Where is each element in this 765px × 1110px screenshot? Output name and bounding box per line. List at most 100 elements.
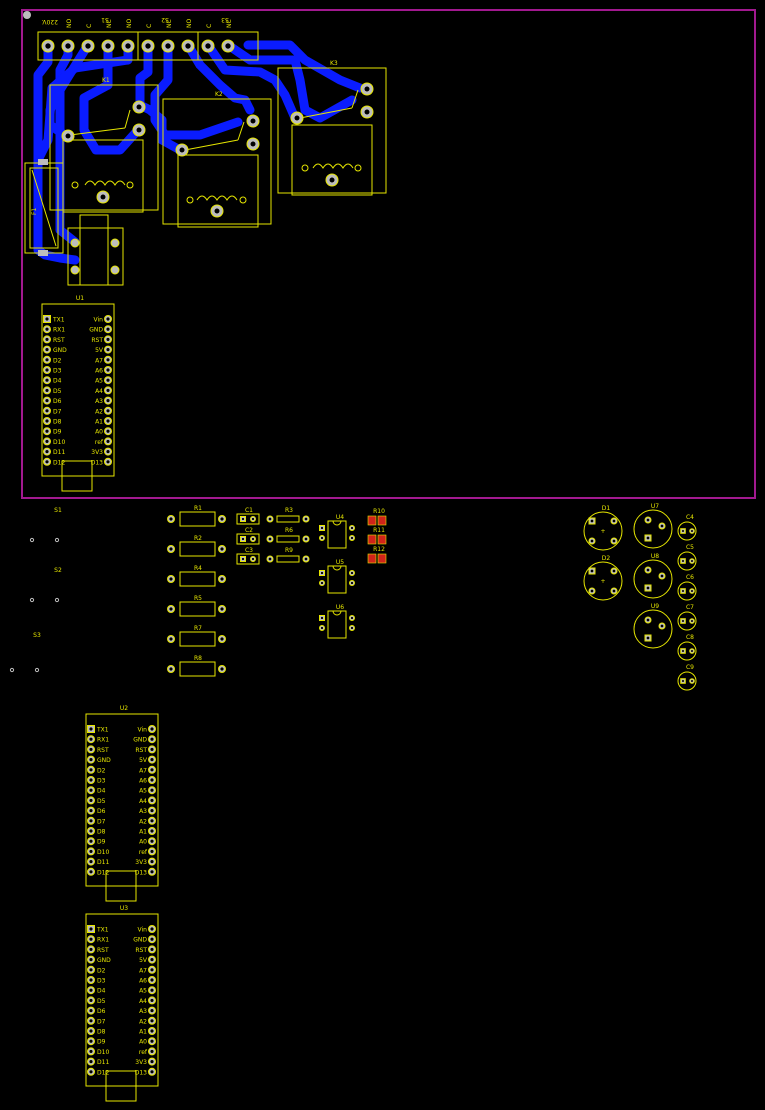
resistor-r4: R4	[167, 565, 226, 587]
regulator-u9: U9	[633, 603, 673, 649]
pin-label: 5V	[95, 347, 104, 354]
pin-label: A4	[139, 998, 147, 1005]
pin-label: TX1	[52, 317, 65, 324]
switch-pad	[54, 537, 60, 543]
origin-marker	[23, 11, 31, 19]
pin-label: 3V3	[91, 449, 103, 456]
terminal-label: NC	[226, 19, 233, 28]
switch-net-label: S2	[161, 16, 169, 23]
switch-ref: S1	[54, 507, 62, 514]
electrolytic-cap-c6: C6	[677, 574, 697, 601]
pin-label: D10	[53, 439, 65, 446]
relay-k3-ref: K3	[330, 60, 338, 67]
resistor-ref: R8	[194, 655, 202, 662]
smd-ref: R11	[373, 527, 385, 534]
pin-label: D6	[53, 398, 62, 405]
smd-pad	[377, 553, 387, 564]
pin-label: RX1	[97, 737, 109, 744]
connector-block	[67, 214, 124, 286]
pin-label: D12	[97, 1069, 109, 1076]
resistor-r2: R2	[167, 535, 226, 557]
pin-label: RX1	[53, 327, 65, 334]
capacitor-c2: C2	[236, 527, 260, 545]
terminal-label: C	[86, 24, 93, 28]
pin-label: A6	[95, 368, 103, 375]
bridge-rectifier-d2: D2+	[583, 555, 623, 601]
pin-label: D2	[53, 357, 62, 364]
pin-label: RST	[97, 947, 109, 954]
pin-label: A1	[95, 419, 103, 426]
pin-label: RST	[97, 747, 109, 754]
capacitor-ref: C1	[245, 507, 253, 514]
regulator-ref: U7	[651, 503, 659, 510]
pin-label: A3	[95, 398, 103, 405]
usb-connector	[105, 1070, 137, 1102]
pin-label: D8	[97, 1029, 106, 1036]
cap-ref: C9	[686, 664, 694, 671]
pin-label: GND	[97, 757, 111, 764]
pin-label: A5	[95, 378, 103, 385]
resistor-r5: R5	[167, 595, 226, 617]
resistor-ref: R6	[285, 527, 293, 534]
switch-pad	[34, 667, 40, 673]
smd-resistor-r11: R11	[367, 527, 387, 545]
module-ref: U2	[120, 705, 128, 712]
relay-k1-ref: K1	[102, 77, 110, 84]
pin-label: A0	[95, 429, 103, 436]
capacitor-ref: C2	[245, 527, 253, 534]
pin-label: A0	[139, 1039, 147, 1046]
pin-label: D13	[135, 869, 147, 876]
pin-label: D12	[53, 459, 65, 466]
capacitor-c1: C1	[236, 507, 260, 525]
pin-label: D7	[97, 1018, 106, 1025]
pin-label: D9	[97, 1039, 106, 1046]
pin-label: A7	[139, 767, 147, 774]
switch-s3: S3	[9, 632, 41, 673]
smd-resistor-r12: R12	[367, 546, 387, 564]
regulator-u8: U8	[633, 553, 673, 599]
pin-label: GND	[133, 937, 147, 944]
resistor-r3: R3	[266, 507, 310, 523]
bridge-rectifier-d1: D1+	[583, 505, 623, 551]
resistor-ref: R4	[194, 565, 202, 572]
resistor-r7: R7	[167, 625, 226, 647]
optocoupler-u6: U6	[319, 604, 355, 639]
pin-label: A3	[139, 808, 147, 815]
plus-icon: +	[600, 578, 605, 585]
terminal-label: NC	[106, 19, 113, 28]
pin-label: D4	[53, 378, 62, 385]
module-ref: U3	[120, 905, 128, 912]
nano-module-u3: U3TX1RX1RSTGNDD2D3D4D5D6D7D8D9D10D11D12V…	[85, 905, 159, 1102]
optocoupler-u5: U5	[319, 559, 355, 594]
pin-label: D7	[97, 818, 106, 825]
pin-label: TX1	[96, 727, 109, 734]
cap-ref: C4	[686, 514, 694, 521]
pin-label: ref	[95, 439, 104, 446]
cap-ref: C6	[686, 574, 694, 581]
smd-ref: R10	[373, 508, 385, 515]
switch-pad	[9, 667, 15, 673]
pin-label: 3V3	[135, 859, 147, 866]
pin-label: D6	[97, 1008, 106, 1015]
regulator-u7: U7	[633, 503, 673, 549]
plus-icon: +	[600, 528, 605, 535]
pin-label: A1	[139, 1029, 147, 1036]
terminal-label: 220V.	[41, 18, 58, 25]
pin-label: GND	[89, 327, 103, 334]
pin-label: A3	[139, 1008, 147, 1015]
switch-net-label: S1	[101, 16, 109, 23]
pin-label: ref	[139, 1049, 148, 1056]
nano-module-u2: U2TX1RX1RSTGNDD2D3D4D5D6D7D8D9D10D11D12V…	[85, 705, 159, 902]
pin-label: 5V	[139, 757, 148, 764]
fuse-f1: F1	[24, 159, 64, 256]
pin-label: A2	[95, 408, 103, 415]
pin-label: D7	[53, 408, 62, 415]
pin-label: A2	[139, 1018, 147, 1025]
pin-label: RST	[53, 337, 65, 344]
pin-label: A7	[139, 967, 147, 974]
resistor-ref: R2	[194, 535, 202, 542]
resistor-r9: R9	[266, 547, 310, 563]
cap-ref: C7	[686, 604, 694, 611]
relay-k2: K2	[162, 91, 272, 228]
